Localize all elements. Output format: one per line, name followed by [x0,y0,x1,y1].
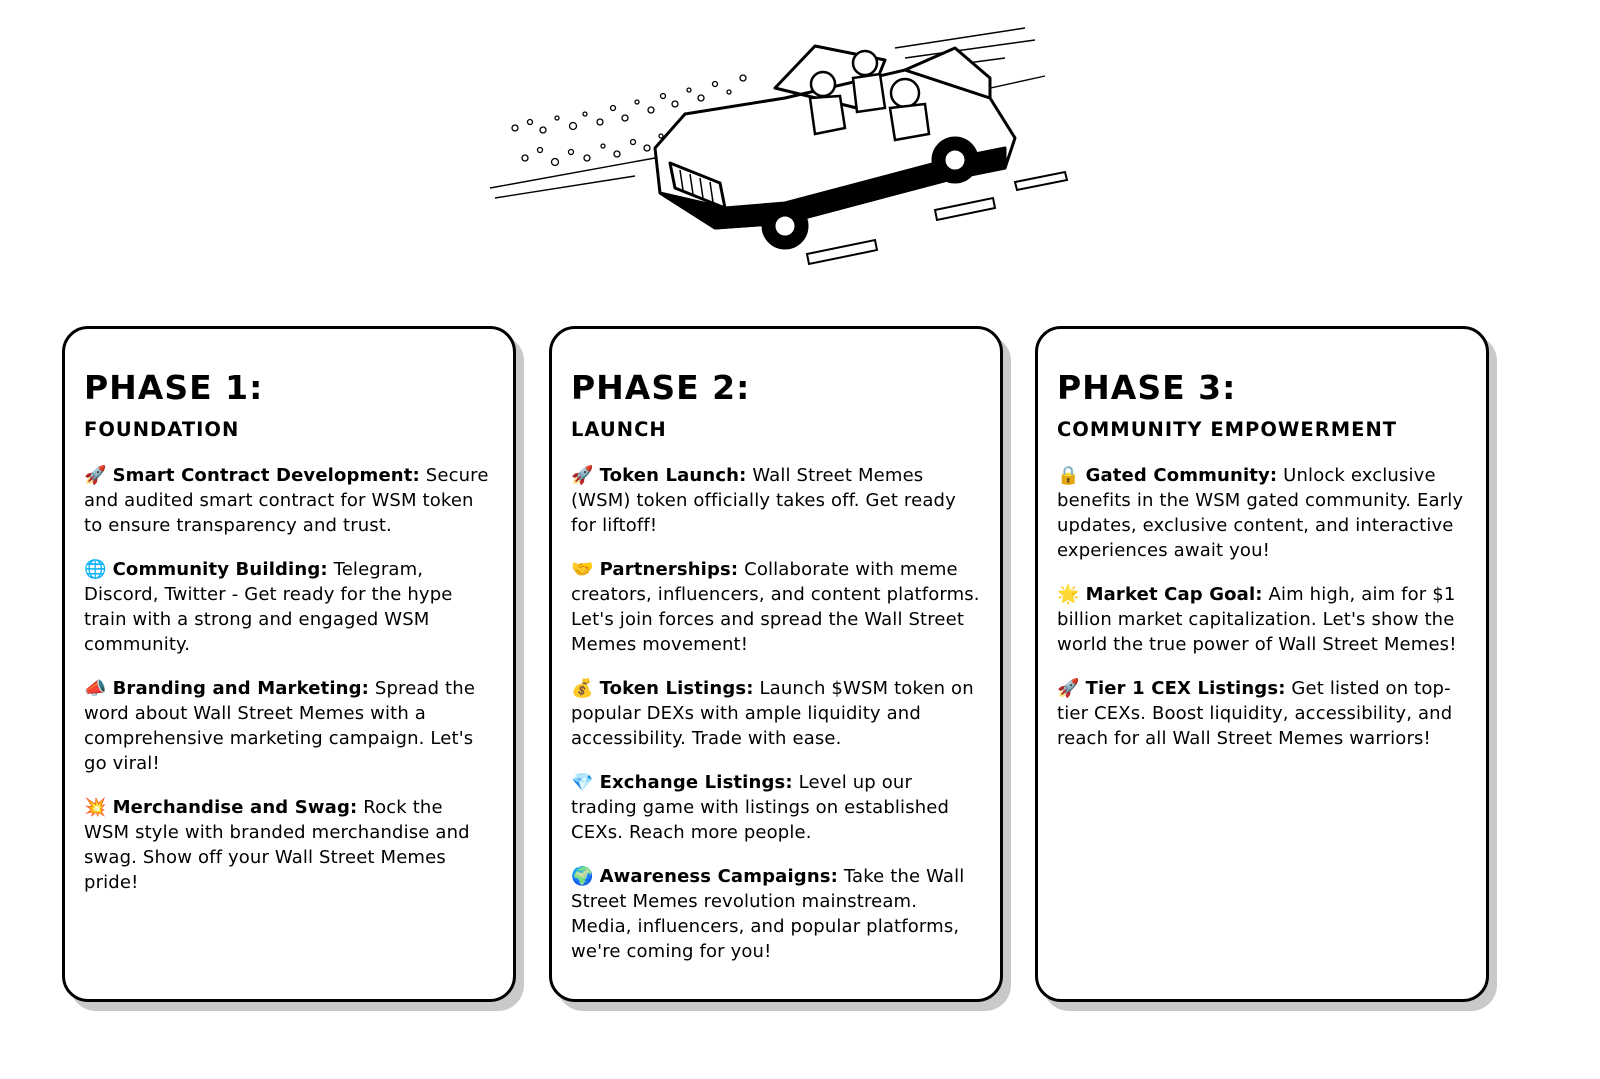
rocket-icon: 🚀 [84,465,107,486]
item-text: Unlock exclusive benefits in the WSM gat… [1057,465,1464,561]
item-text: Collaborate with meme creators, influenc… [571,559,980,655]
phase-title: PHASE 3: [1057,368,1237,407]
item-text: Level up our trading game with listings … [571,772,950,843]
item-label: Merchandise and Swag: [112,797,358,818]
item-label: Branding and Marketing: [112,678,370,699]
item-label: Smart Contract Development: [112,465,420,486]
roadmap-item: 🌐Community Building: Telegram, Discord, … [84,557,493,657]
phase-title: PHASE 1: [84,368,264,407]
item-text: Secure and audited smart contract for WS… [84,465,489,536]
roadmap-item: 💎Exchange Listings: Level up our trading… [571,770,980,845]
item-text: Get listed on top-tier CEXs. Boost liqui… [1057,678,1453,749]
star-icon: 🌟 [1057,584,1080,605]
roadmap-item: 💥Merchandise and Swag: Rock the WSM styl… [84,795,493,895]
item-label: Exchange Listings: [599,772,793,793]
rocket-icon: 🚀 [571,465,594,486]
item-label: Community Building: [112,559,328,580]
item-label: Tier 1 CEX Listings: [1085,678,1286,699]
item-label: Market Cap Goal: [1085,584,1263,605]
item-label: Token Launch: [599,465,747,486]
collision-icon: 💥 [84,797,107,818]
roadmap-item: 🚀Tier 1 CEX Listings: Get listed on top-… [1057,676,1466,751]
phase-subtitle: LAUNCH [571,418,667,441]
roadmap-item: 📣Branding and Marketing: Spread the word… [84,676,493,776]
earth-icon: 🌍 [571,866,594,887]
rocket-icon: 🚀 [1057,678,1080,699]
money-bag-icon: 💰 [571,678,594,699]
item-label: Partnerships: [599,559,739,580]
roadmap-item: 🚀Token Launch: Wall Street Memes (WSM) t… [571,463,980,538]
handshake-icon: 🤝 [571,559,594,580]
roadmap-item: 💰Token Listings: Launch $WSM token on po… [571,676,980,751]
item-text: Launch $WSM token on popular DEXs with a… [571,678,974,749]
roadmap-item: 🔒Gated Community: Unlock exclusive benef… [1057,463,1466,563]
item-text: Spread the word about Wall Street Memes … [84,678,476,774]
item-text: Telegram, Discord, Twitter - Get ready f… [84,559,453,655]
roadmap-item: 🤝Partnerships: Collaborate with meme cre… [571,557,980,657]
lock-icon: 🔒 [1057,465,1080,486]
roadmap-item: 🚀Smart Contract Development: Secure and … [84,463,493,538]
item-label: Token Listings: [599,678,754,699]
car-illustration-icon [485,18,1075,280]
roadmap-item: 🌍Awareness Campaigns: Take the Wall Stre… [571,864,980,964]
phase-card-3: PHASE 3: COMMUNITY EMPOWERMENT 🔒Gated Co… [1035,326,1489,1002]
gem-icon: 💎 [571,772,594,793]
globe-icon: 🌐 [84,559,107,580]
megaphone-icon: 📣 [84,678,107,699]
item-text: Rock the WSM style with branded merchand… [84,797,470,893]
phase-subtitle: COMMUNITY EMPOWERMENT [1057,418,1398,441]
phase-subtitle: FOUNDATION [84,418,240,441]
item-text: Take the Wall Street Memes revolution ma… [571,866,965,962]
item-label: Awareness Campaigns: [599,866,838,887]
phase-title: PHASE 2: [571,368,751,407]
item-text: Aim high, aim for $1 billion market capi… [1057,584,1457,655]
item-label: Gated Community: [1085,465,1278,486]
phase-card-1: PHASE 1: FOUNDATION 🚀Smart Contract Deve… [62,326,516,1002]
phase-card-2: PHASE 2: LAUNCH 🚀Token Launch: Wall Stre… [549,326,1003,1002]
roadmap-item: 🌟Market Cap Goal: Aim high, aim for $1 b… [1057,582,1466,657]
item-text: Wall Street Memes (WSM) token officially… [571,465,956,536]
